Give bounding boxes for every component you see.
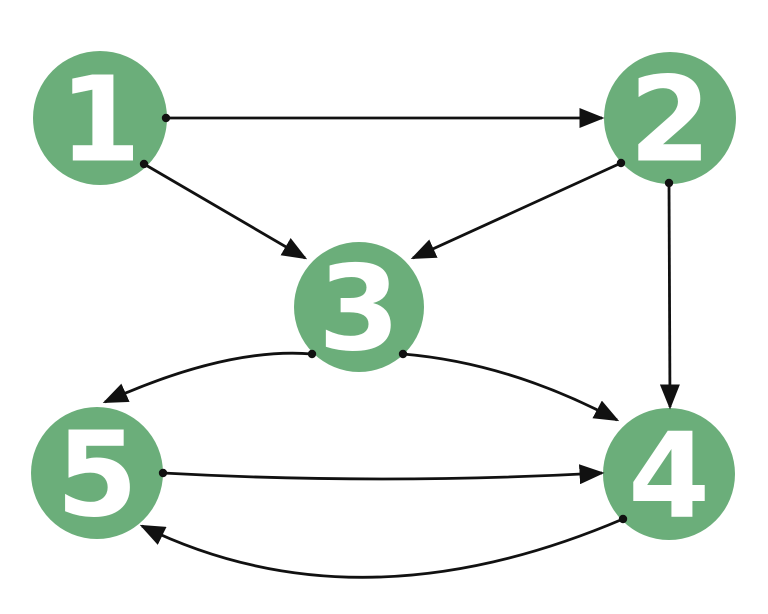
node-5-label: 5: [56, 405, 138, 543]
edge-2-4-start-dot: [664, 178, 674, 188]
node-5-circle: [31, 407, 163, 539]
node-2: 2: [604, 50, 736, 188]
edge-2-4: [659, 178, 680, 410]
edge-3-4-start-dot: [398, 349, 408, 359]
node-1: 1: [33, 50, 167, 188]
edge-1-2-start-dot: [161, 113, 171, 123]
node-4-circle: [603, 408, 735, 540]
edge-3-4: [398, 349, 620, 422]
node-3-circle: [294, 242, 424, 372]
node-5: 5: [31, 405, 163, 543]
edge-3-5: [102, 349, 317, 404]
node-2-circle: [604, 52, 736, 184]
edge-5-4-line: [162, 464, 605, 485]
edge-2-3: [410, 158, 626, 260]
node-4-label: 4: [628, 406, 710, 544]
node-3-label: 3: [318, 239, 400, 377]
edge-5-4: [158, 464, 605, 485]
node-1-label: 1: [59, 50, 141, 188]
node-4: 4: [603, 406, 735, 544]
edge-2-3-start-dot: [616, 158, 626, 168]
edge-4-5: [139, 514, 628, 579]
edge-1-3-line: [143, 162, 308, 260]
edge-4-5-line: [139, 517, 624, 579]
node-3: 3: [294, 239, 424, 377]
edge-3-5-line: [102, 351, 313, 404]
edge-5-4-start-dot: [158, 468, 168, 478]
node-2-label: 2: [629, 50, 711, 188]
edge-2-4-line: [659, 182, 680, 410]
edge-3-5-start-dot: [307, 349, 317, 359]
edge-1-3-start-dot: [139, 159, 149, 169]
edge-1-2: [161, 108, 605, 128]
edge-3-4-line: [402, 352, 620, 422]
edge-1-3: [139, 159, 308, 260]
edge-2-3-line: [410, 161, 622, 260]
node-1-circle: [33, 51, 167, 185]
edge-4-5-start-dot: [618, 514, 628, 524]
